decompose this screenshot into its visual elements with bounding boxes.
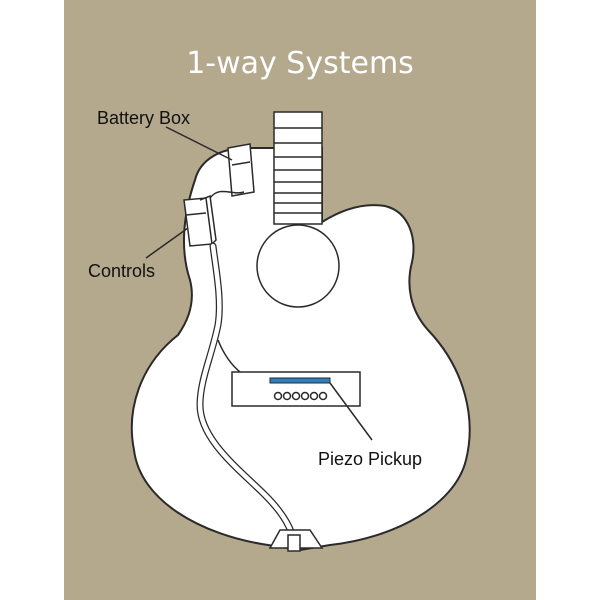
bridge	[231, 371, 361, 407]
fretboard	[273, 111, 323, 225]
piezo-pickup-leader	[329, 382, 373, 441]
sound-hole	[256, 224, 340, 308]
battery-box	[209, 143, 255, 199]
frets	[274, 127, 322, 214]
battery-box-leader	[165, 126, 233, 161]
controls-label: Controls	[88, 261, 155, 281]
diagram-title: 1-way Systems	[186, 46, 414, 81]
piezo-strip	[269, 377, 331, 384]
controls-unit	[183, 194, 217, 247]
piezo-pickup-label: Piezo Pickup	[318, 449, 422, 469]
controls-leader	[145, 227, 189, 259]
jack-plug	[287, 534, 301, 552]
battery-box-label: Battery Box	[97, 108, 190, 128]
